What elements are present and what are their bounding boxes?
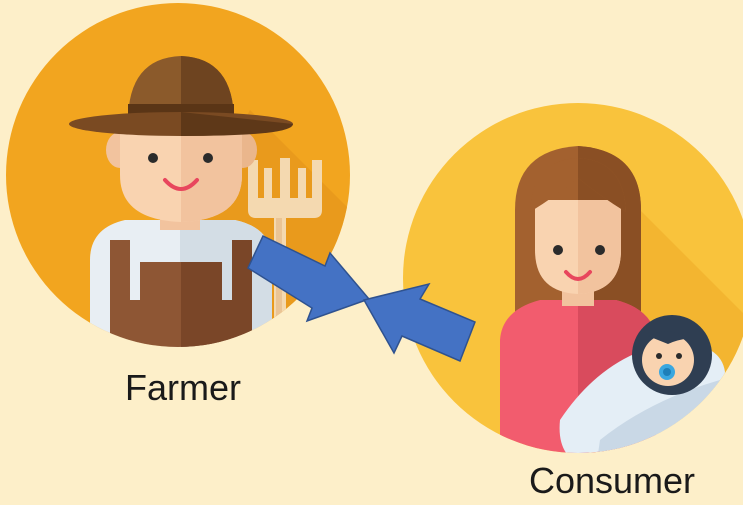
arrow-farmer-to-meeting-point <box>247 234 371 323</box>
baby-icon <box>559 315 725 453</box>
arrow-consumer-to-meeting-point <box>362 282 476 362</box>
farmer-avatar-icon <box>6 3 350 347</box>
consumer-label: Consumer <box>528 460 696 501</box>
hat-icon <box>69 56 293 136</box>
mother-with-baby-avatar-icon <box>403 103 743 453</box>
farmer-label: Farmer <box>125 367 241 408</box>
